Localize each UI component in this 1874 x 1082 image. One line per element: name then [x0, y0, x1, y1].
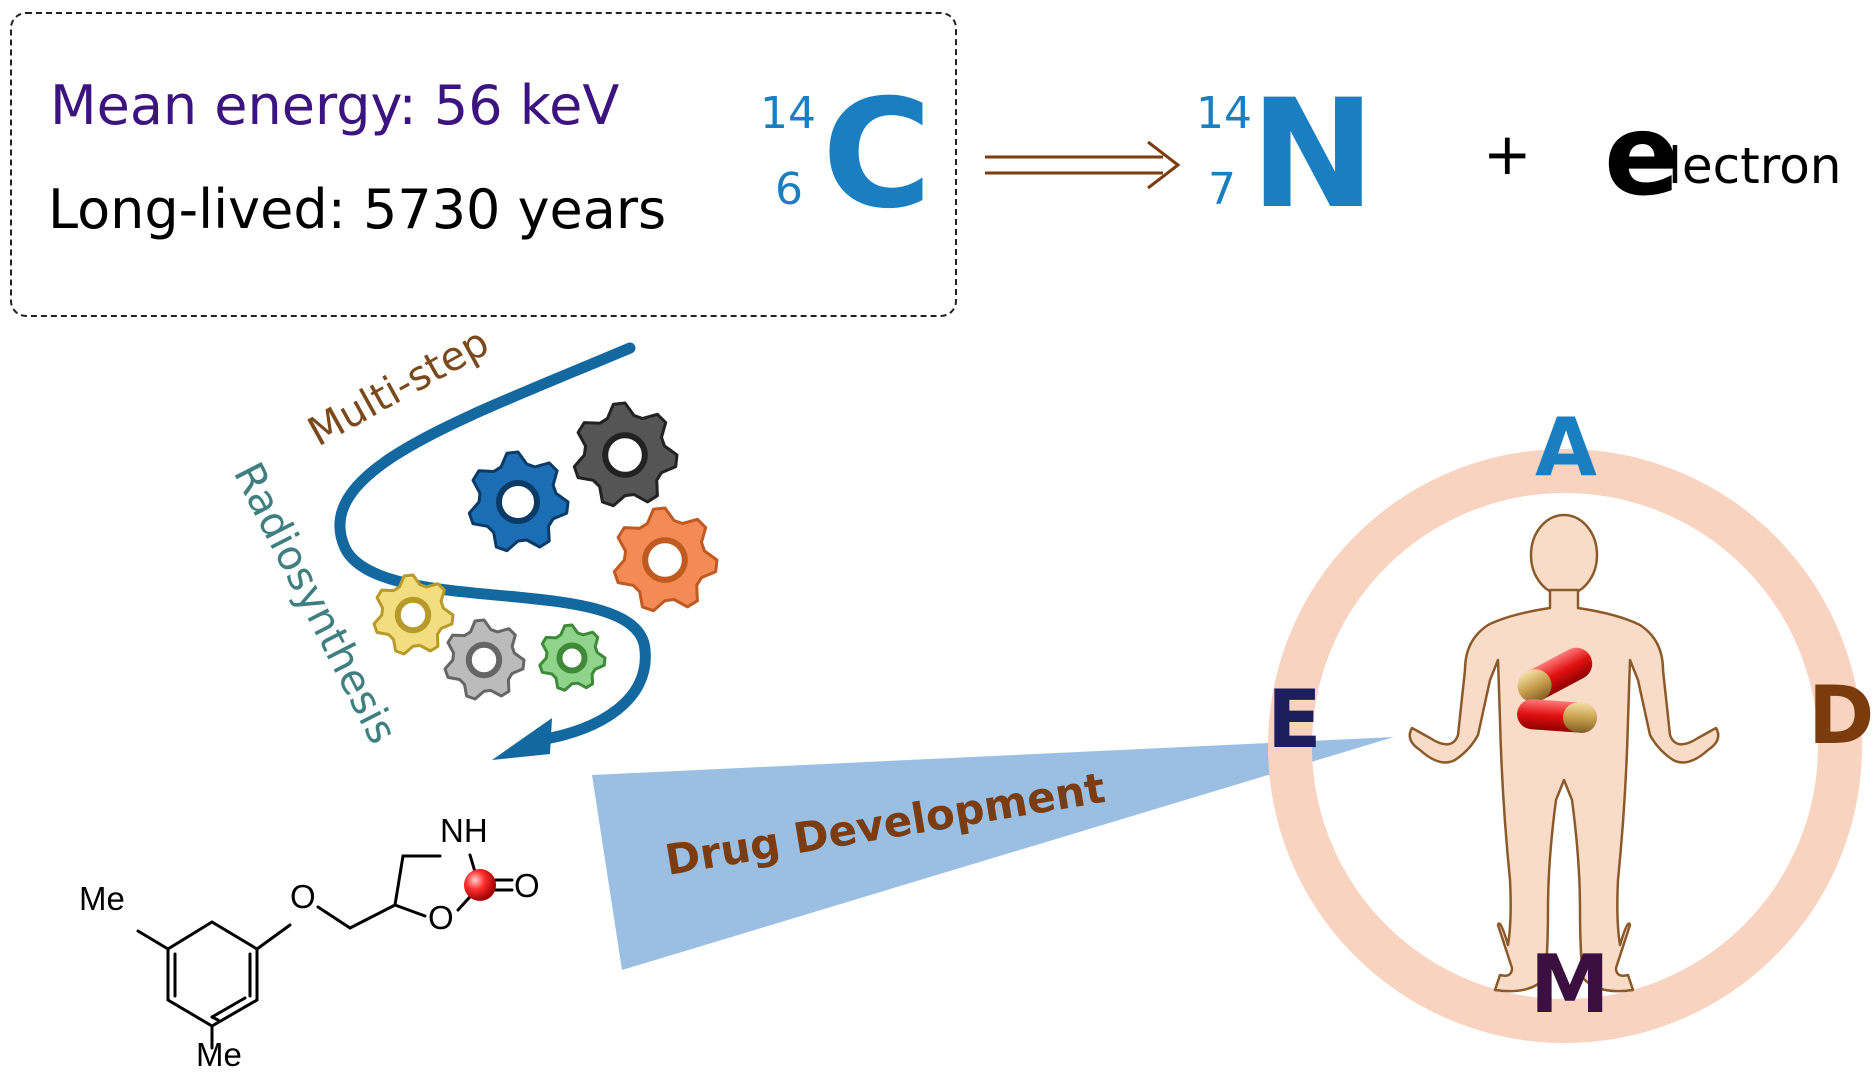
human-body-icon	[1408, 513, 1720, 993]
gear-hole	[642, 537, 688, 583]
gear-hole	[465, 641, 503, 679]
info-box	[10, 12, 957, 317]
me-bottom-label: Me	[196, 1036, 242, 1073]
parent-symbol: C	[822, 68, 933, 242]
gear-hole	[496, 480, 540, 524]
electron-initial: e	[1604, 91, 1680, 221]
parent-atomic-number: 6	[775, 164, 803, 215]
gear-cluster	[372, 401, 719, 701]
adme-ring	[1268, 449, 1862, 1043]
mean-energy-text: Mean energy: 56 keV	[50, 74, 620, 137]
multistep-label: Multi-step	[301, 319, 497, 456]
adme-letter-a: A	[1535, 401, 1597, 494]
parent-mass-number: 14	[760, 88, 816, 139]
capsule-icon	[1517, 699, 1597, 733]
daughter-mass-number: 14	[1196, 88, 1252, 139]
daughter-symbol: N	[1250, 68, 1376, 242]
drug-development-funnel	[592, 737, 1394, 970]
adme-letter-e: E	[1267, 673, 1322, 766]
capsule-icon	[1517, 647, 1593, 703]
ether-oxygen-label: O	[290, 878, 316, 915]
gear-hole	[556, 642, 588, 674]
adme-letter-m: M	[1530, 938, 1610, 1031]
daughter-atomic-number: 7	[1208, 164, 1236, 215]
lifetime-text: Long-lived: 5730 years	[48, 178, 667, 241]
gear-hole	[394, 596, 432, 634]
adme-letter-d: D	[1808, 669, 1874, 762]
electron-rest: lectron	[1668, 137, 1842, 195]
molecule-structure	[136, 853, 514, 1050]
carbonyl-oxygen-label: O	[514, 867, 540, 904]
ring-oxygen-label: O	[428, 899, 454, 936]
labeled-carbon-atom	[464, 869, 496, 901]
nh-label: NH	[440, 812, 488, 849]
plus-sign: +	[1483, 120, 1532, 188]
me-top-label: Me	[79, 880, 125, 917]
gear-hole	[602, 432, 648, 478]
double-arrow-icon	[985, 140, 1181, 190]
